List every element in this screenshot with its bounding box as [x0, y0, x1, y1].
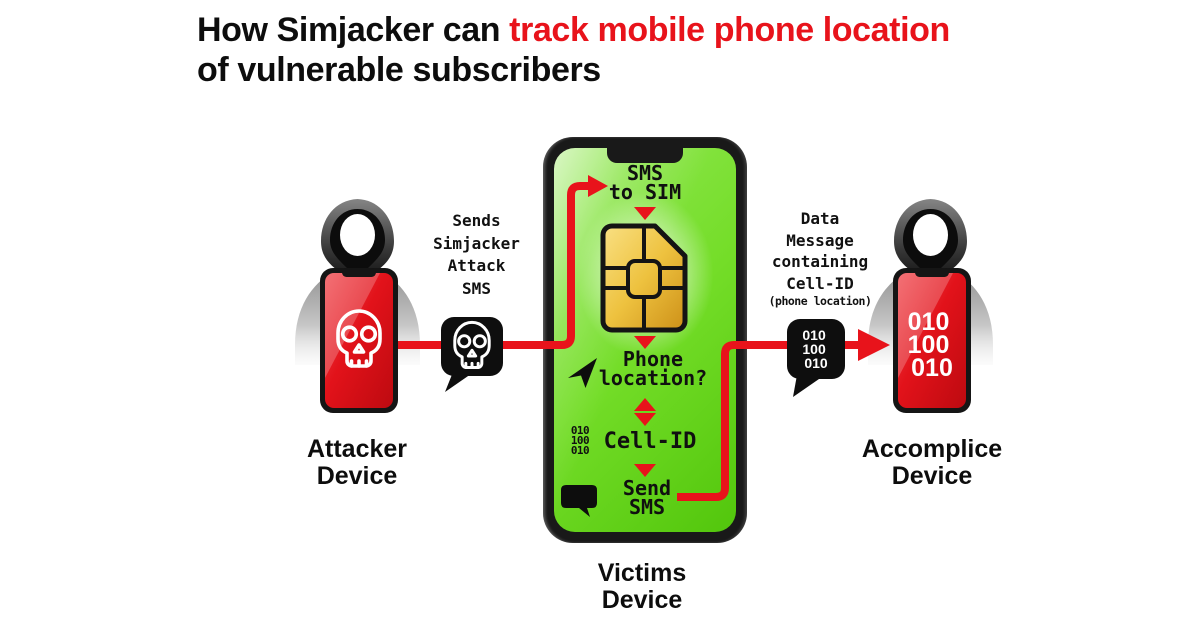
screen-glare: [325, 273, 380, 378]
accomplice-phone-notch: [915, 268, 949, 277]
data-message-label: Data Message containing Cell-ID (phone l…: [742, 208, 898, 309]
arrow-victim-to-accomplice: [677, 341, 862, 501]
accomplice-phone-screen: [898, 273, 966, 408]
title-line2: of vulnerable subscribers: [197, 51, 601, 89]
page-title: How Simjacker can track mobile phone loc…: [197, 10, 950, 90]
skull-icon: [453, 321, 491, 369]
phone-notch: [607, 148, 683, 163]
attacker-phone-screen: [325, 273, 393, 408]
victim-step-sms-to-sim: SMS to SIM: [608, 161, 682, 204]
attacker-device-label: Attacker Device: [306, 435, 408, 490]
binary-data-text: 010 100 010: [570, 424, 590, 457]
attacker-phone-notch: [342, 268, 376, 277]
title-line1: How Simjacker can track mobile phone loc…: [197, 10, 950, 50]
skull-icon: [336, 309, 382, 368]
title-highlight-text: track mobile phone location: [509, 11, 950, 49]
up-arrow-icon: [634, 398, 656, 411]
victim-step-cell-id: Cell-ID: [603, 429, 697, 454]
accomplice-device-label: Accomplice Device: [861, 435, 1003, 490]
accomplice-binary-text: 010 100 010: [908, 308, 957, 382]
down-arrow-icon: [634, 207, 656, 220]
screen-glare: [898, 273, 953, 378]
title-black-text: How Simjacker can: [197, 11, 510, 49]
down-arrow-icon: [634, 464, 656, 477]
sim-card-icon: [600, 223, 688, 333]
arrowhead-sms-to-sim: [588, 175, 608, 197]
cellid-data-bubble: 010 100 010: [787, 319, 845, 397]
down-arrow-icon: [634, 336, 656, 349]
location-arrow-icon: [568, 358, 597, 388]
down-arrow-icon: [634, 413, 656, 426]
victim-step-phone-location: Phone location?: [598, 347, 708, 390]
sms-bubble-icon: [561, 485, 597, 517]
arrowhead-to-accomplice: [858, 329, 890, 361]
victim-step-send-sms: Send SMS: [622, 476, 672, 519]
sends-simjacker-label: Sends Simjacker Attack SMS: [433, 211, 520, 298]
bubble-tail: [793, 375, 819, 397]
data-message-subtext: (phone location): [768, 294, 872, 308]
victims-device-label: Victims Device: [597, 559, 687, 614]
bubble-body: [787, 319, 845, 379]
arrow-attacker-to-victim: [398, 182, 590, 349]
attacker-figure: [295, 199, 420, 413]
victim-phone: SMS to SIM Phone location? 010 100 010 C…: [543, 137, 747, 543]
sms-attack-bubble: [441, 317, 503, 392]
bubble-tail: [445, 372, 471, 392]
attacker-face: [340, 214, 375, 256]
accomplice-figure: 010 100 010: [868, 199, 993, 413]
bubble-binary-text: 010 100 010: [802, 327, 829, 371]
accomplice-face: [913, 214, 948, 256]
